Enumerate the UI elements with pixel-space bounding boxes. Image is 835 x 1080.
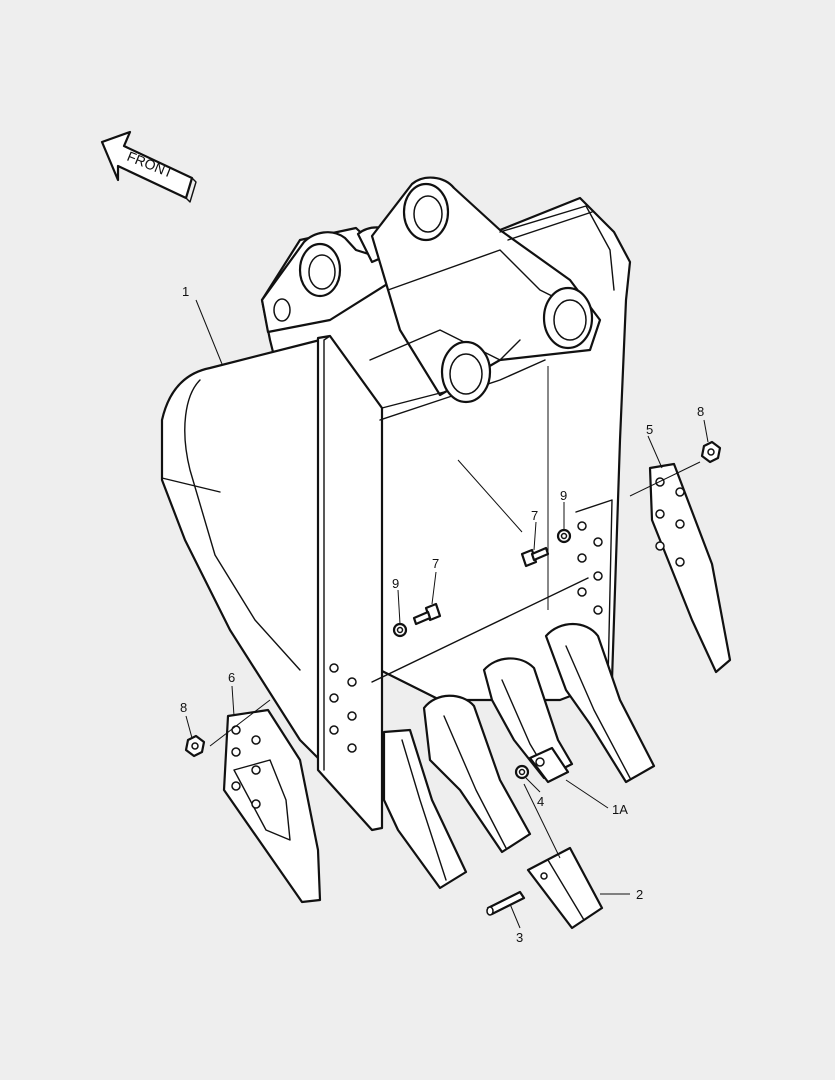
front-direction-arrow: FRONT	[100, 130, 197, 203]
bolt-lower	[412, 602, 442, 626]
bucket-body	[160, 176, 632, 832]
tooth-assembly	[422, 694, 532, 854]
leader-lines	[185, 299, 709, 929]
callout-nut-left: 8	[180, 700, 187, 715]
tooth-assembly	[382, 728, 468, 890]
callout-tooth-point: 2	[636, 887, 643, 902]
callout-washer-upper: 9	[560, 488, 567, 503]
retainer	[514, 764, 530, 780]
callout-retainer: 4	[537, 794, 544, 809]
callouts: 1 5 8 6 8 7 9 7 9 4 1A 2 3	[180, 284, 704, 945]
tooth-point	[526, 846, 604, 930]
callout-adapter: 1A	[612, 802, 628, 817]
washer-lower	[392, 622, 408, 638]
callout-pin: 3	[516, 930, 523, 945]
callout-bolt-lower: 7	[432, 556, 439, 571]
tooth-pin	[486, 890, 526, 916]
callout-bolt-upper: 7	[531, 508, 538, 523]
side-cutter-left	[222, 708, 322, 904]
nut-right	[700, 440, 722, 464]
washer-upper	[556, 528, 572, 544]
callout-side-cutter-left: 6	[228, 670, 235, 685]
adapter-retainer-detail	[528, 746, 570, 784]
side-cutter-right	[648, 462, 732, 674]
callout-nut-right: 8	[697, 404, 704, 419]
nut-left	[184, 734, 206, 758]
tooth-row	[382, 623, 656, 890]
tooth-assembly	[544, 623, 656, 784]
callout-washer-lower: 9	[392, 576, 399, 591]
callout-bucket: 1	[182, 284, 189, 299]
callout-side-cutter-right: 5	[646, 422, 653, 437]
